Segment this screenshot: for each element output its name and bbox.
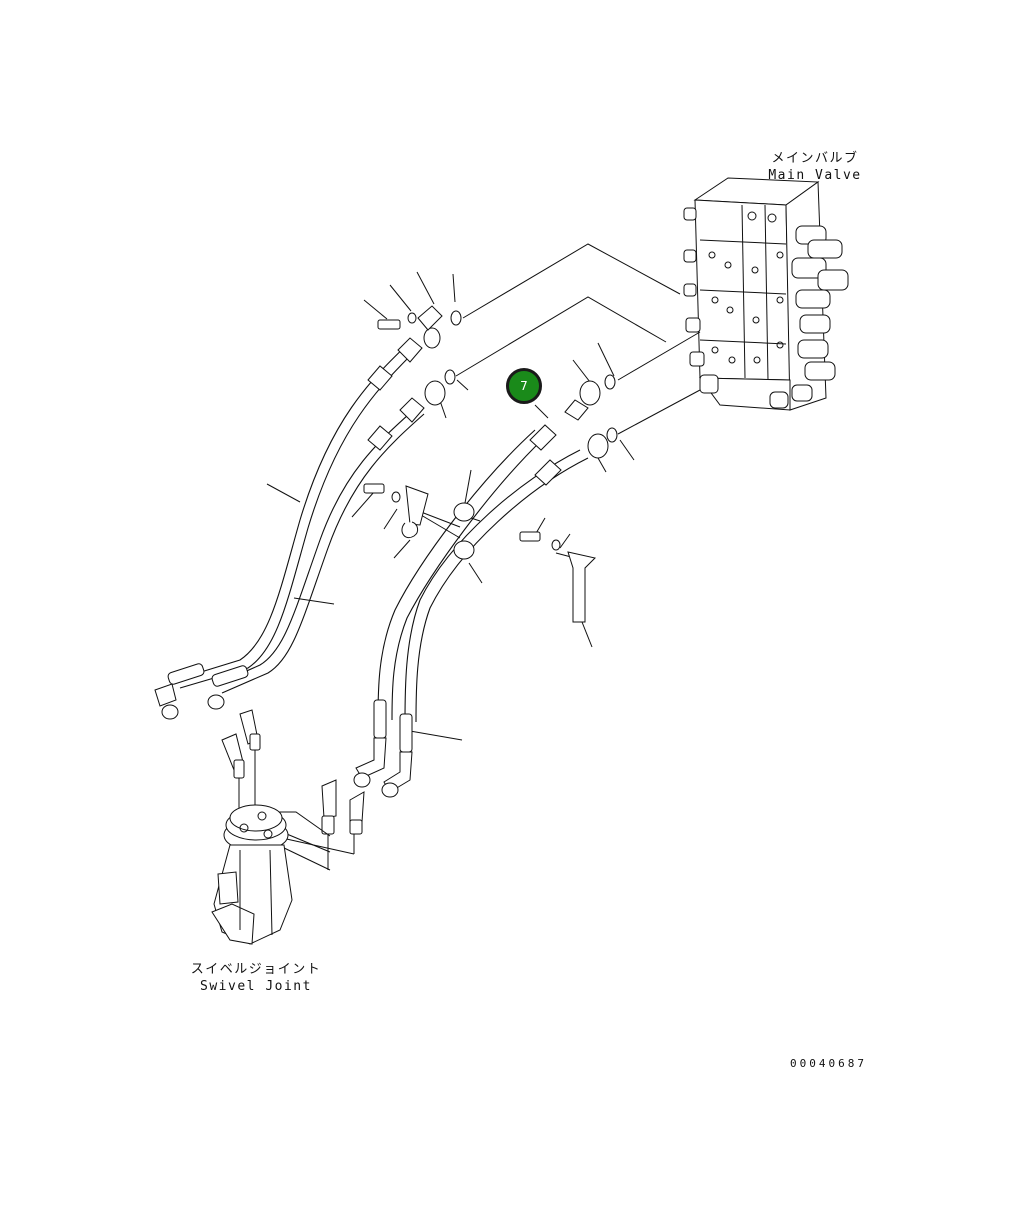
hose-middle-pair <box>353 374 618 798</box>
part-callout-7[interactable]: 7 <box>506 368 542 404</box>
hose-left-pair <box>154 305 462 720</box>
swivel-joint-label: スイベルジョイント Swivel Joint <box>186 961 326 995</box>
swivel-joint-label-en: Swivel Joint <box>200 979 312 994</box>
swivel-joint-label-jp: スイベルジョイント <box>190 962 322 977</box>
leader-lines <box>266 243 701 741</box>
clamp-bracket <box>363 483 596 623</box>
main-valve-label-jp: メインバルブ <box>771 151 859 166</box>
main-valve-label-en: Main Valve <box>768 168 862 183</box>
main-valve <box>683 177 849 411</box>
swivel-joint <box>211 804 293 945</box>
drawing-number: 00040687 <box>790 1057 867 1070</box>
main-valve-label: メインバルブ Main Valve <box>760 150 870 184</box>
elbow-fittings <box>221 709 365 871</box>
